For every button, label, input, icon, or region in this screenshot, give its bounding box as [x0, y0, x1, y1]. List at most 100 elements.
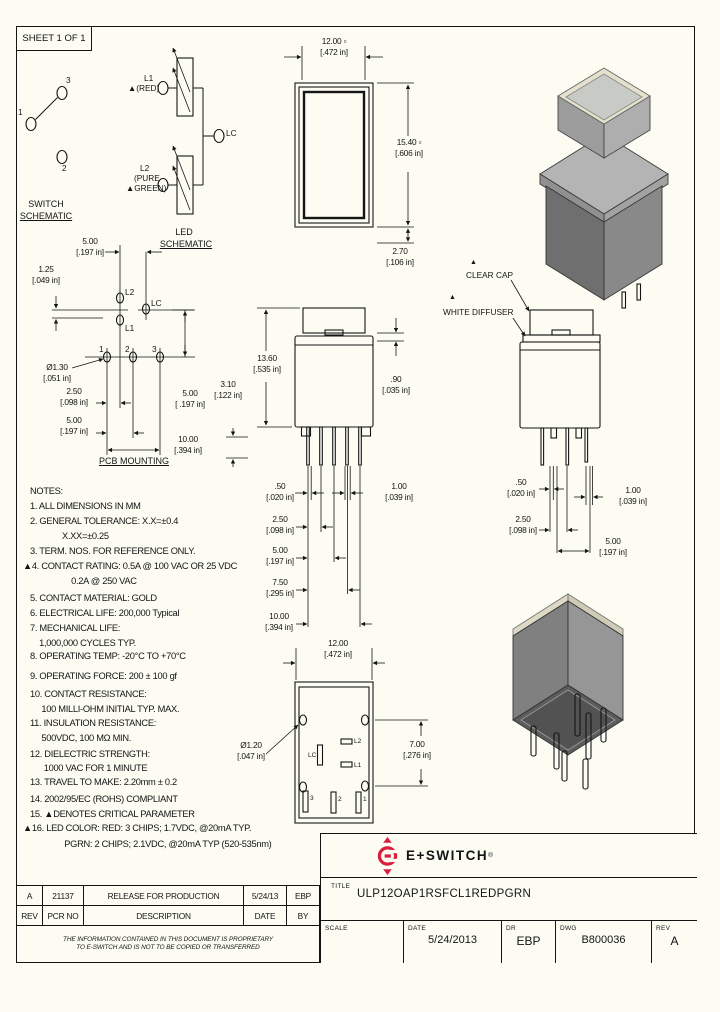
note-line: 5. CONTACT MATERIAL: GOLD: [30, 593, 157, 603]
note-line: 1. ALL DIMENSIONS IN MM: [30, 501, 141, 511]
note-line: 500VDC, 100 MΩ MIN.: [30, 733, 132, 743]
bottom-hole-dia-dim: Ø1.20 [.047 in]: [236, 740, 266, 762]
switch-schematic-title-1: SWITCH: [28, 199, 64, 209]
switch-schematic-drawing: [25, 85, 68, 165]
bottom-pin2-label: 2: [338, 796, 342, 803]
registered-mark: ®: [488, 852, 493, 859]
note-line: 6. ELECTRICAL LIFE: 200,000 Typical: [30, 608, 180, 618]
revision-date-header: DATE: [244, 906, 287, 925]
side-pitch2-dim: 5.00 [.197 in]: [598, 536, 628, 558]
led-l2-label: L2: [140, 163, 150, 173]
title-block: E+SWITCH ® TITLE ULP12OAP1RSFCL1REDPGRN …: [320, 833, 697, 963]
pcb-pitch-dim: 5.00 [.197 in]: [75, 236, 105, 258]
led-l1-color-label: ▲(RED): [128, 83, 160, 93]
led-schematic-drawing: [157, 47, 225, 215]
pcb-5-dim: 5.00 [.197 in]: [59, 415, 89, 437]
logo-row: E+SWITCH ®: [321, 834, 697, 878]
pcb-2-5-dim: 2.50 [.098 in]: [59, 386, 89, 408]
side-view-drawing: [510, 279, 603, 554]
drafter-label: DR: [506, 925, 516, 932]
brand-name: E+SWITCH: [406, 848, 489, 863]
revision-rev-header: REV: [17, 906, 43, 925]
scale-label: SCALE: [325, 925, 348, 932]
side-tab-width-dim: 1.00 [.039 in]: [618, 485, 648, 507]
note-line: 13. TRAVEL TO MAKE: 2.20mm ± 0.2: [30, 777, 177, 787]
front-tab-width-dim: 1.00 [.039 in]: [384, 481, 414, 503]
drawing-number-value: B800036: [581, 934, 626, 946]
sheet-number-label: SHEET 1 OF 1: [22, 33, 86, 44]
note-line: ▲16. LED COLOR: RED: 3 CHIPS; 1.7VDC, @2…: [23, 823, 252, 833]
note-line: 2. GENERAL TOLERANCE: X.X=±0.4: [30, 516, 179, 526]
top-view-height-dim: 15.40 ▫ [.606 in]: [394, 137, 424, 159]
pcb-offset-dim: 1.25 [.049 in]: [31, 264, 61, 286]
note-line: 7. MECHANICAL LIFE:: [30, 623, 121, 633]
drawing-number-cell: DWG B800036: [556, 921, 652, 963]
info-row: SCALE DATE 5/24/2013 DR EBP DWG B800036 …: [321, 921, 697, 963]
drawing-number-label: DWG: [560, 925, 577, 932]
revision-pcr-value: 21137: [43, 886, 84, 905]
note-line: ▲4. CONTACT RATING: 0.5A @ 100 VAC OR 25…: [23, 561, 237, 571]
side-pin-width-dim: .50 [.020 in]: [506, 477, 536, 499]
led-lc-label: LC: [226, 128, 237, 138]
note-line: 10. CONTACT RESISTANCE:: [30, 689, 147, 699]
switch-pin2-label: 2: [62, 163, 67, 173]
proprietary-statement: THE INFORMATION CONTAINED IN THIS DOCUME…: [17, 926, 319, 962]
front-pin-width-dim: .50 [.020 in]: [265, 481, 295, 503]
led-l2-color-label-2: ▲GREEN): [126, 183, 167, 193]
led-l1-label: L1: [144, 73, 154, 83]
revision-row: A 21137 RELEASE FOR PRODUCTION 5/24/13 E…: [17, 886, 319, 906]
note-line: 11. INSULATION RESISTANCE:: [30, 718, 157, 728]
scale-cell: SCALE: [321, 921, 404, 963]
bottom-pin3-label: 3: [310, 795, 314, 802]
critical-triangle-icon: ▲: [449, 294, 456, 301]
drafter-value: EBP: [516, 934, 541, 948]
critical-triangle-icon: ▲: [470, 259, 477, 266]
clear-cap-callout: CLEAR CAP: [466, 270, 514, 280]
note-line: 1,000,000 CYCLES TYP.: [30, 638, 136, 648]
title-label: TITLE: [331, 883, 351, 890]
date-value: 5/24/2013: [428, 934, 477, 946]
revision-desc-header: DESCRIPTION: [84, 906, 244, 925]
note-line: X.XX=±0.25: [30, 531, 109, 541]
bottom-l2-label: L2: [354, 738, 362, 745]
date-label: DATE: [408, 925, 427, 932]
top-view-lip-dim: 2.70 [.106 in]: [385, 246, 415, 268]
front-pitch1-dim: 2.50 [.098 in]: [265, 514, 295, 536]
note-line: 0.2A @ 250 VAC: [30, 576, 137, 586]
note-line: 1000 VAC FOR 1 MINUTE: [30, 763, 148, 773]
isometric-bottom-view: [512, 593, 624, 790]
note-line: 9. OPERATING FORCE: 200 ± 100 gf: [30, 671, 177, 681]
led-schematic-title-2: SCHEMATIC: [159, 239, 213, 249]
bottom-view-drawing: [265, 648, 428, 824]
revision-date-value: 5/24/13: [244, 886, 287, 905]
note-line: 8. OPERATING TEMP: -20°C TO +70°C: [30, 651, 186, 661]
date-cell: DATE 5/24/2013: [404, 921, 502, 963]
eswitch-logo-icon: [377, 836, 398, 875]
bottom-width-dim: 12.00 [.472 in]: [323, 638, 353, 660]
note-line: 14. 2002/95/EC (ROHS) COMPLIANT: [30, 794, 178, 804]
proprietary-line-2: TO E-SWITCH AND IS NOT TO BE COPIED OR T…: [76, 944, 260, 951]
bottom-span-dim: 7.00 [.276 in]: [402, 739, 432, 761]
pcb-pin1-label: 1: [99, 344, 104, 354]
pcb-pin2-label: 2: [125, 344, 130, 354]
revision-value: A: [670, 934, 679, 948]
note-line: PGRN: 2 CHIPS; 2.1VDC, @20mA TYP (520-53…: [30, 839, 272, 849]
front-height-dim: 13.60 [.535 in]: [252, 353, 282, 375]
pcb-rows-dim: 5.00 [ .197 in]: [174, 388, 206, 410]
revision-cell: REV A: [652, 921, 697, 963]
note-line: 3. TERM. NOS. FOR REFERENCE ONLY.: [30, 546, 196, 556]
led-schematic-title-1: LED: [175, 227, 193, 237]
pcb-hole-dia-dim: Ø1.30 [.051 in]: [42, 362, 72, 384]
bottom-pin1-label: 1: [363, 796, 367, 803]
pcb-l2-label: L2: [125, 287, 135, 297]
revision-rev-value: A: [17, 886, 43, 905]
pcb-pin3-label: 3: [152, 344, 157, 354]
front-pin-length-dim: 3.10 [.122 in]: [213, 379, 243, 401]
led-l2-color-label-1: (PURE: [134, 173, 160, 183]
front-bezel-dim: .90 [.035 in]: [381, 374, 411, 396]
note-line: 12. DIELECTRIC STRENGTH:: [30, 749, 150, 759]
note-line: 100 MILLI-OHM INITIAL TYP. MAX.: [30, 704, 180, 714]
side-pitch1-dim: 2.50 [.098 in]: [508, 514, 538, 536]
